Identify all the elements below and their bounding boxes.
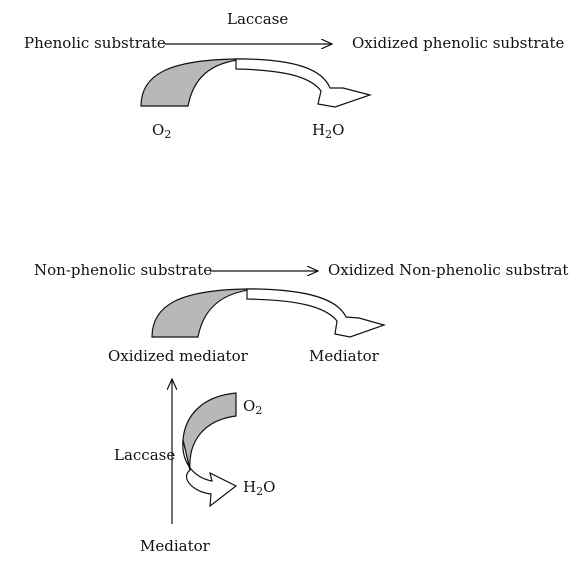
bottom-water-curve-arrow [182, 439, 238, 508]
top-water-label: H2O [312, 121, 345, 141]
bottom-substrate-label: Non-phenolic substrate [34, 261, 213, 279]
bottom-oxygen-label: O2 [243, 397, 263, 417]
top-substrate-label: Phenolic substrate [24, 34, 166, 52]
top-oxygen-curve-shaded [140, 58, 247, 107]
top-water-subscript: 2 [325, 128, 333, 141]
bottom-oxygen-curve-shaded [182, 392, 237, 471]
top-water-o: O [332, 121, 345, 139]
bottom-water-subscript: 2 [256, 485, 264, 498]
bottom-oxygen-subscript: 2 [255, 404, 263, 417]
bottom-product-label: Oxidized Non-phenolic substrate [328, 261, 569, 279]
top-enzyme-label: Laccase [227, 10, 289, 28]
mediator-input-label: Mediator [140, 537, 210, 555]
bottom-mediator-curve-arrow [246, 288, 386, 338]
bottom-enzyme-label: Laccase [114, 446, 176, 464]
top-oxygen-subscript: 2 [164, 128, 172, 141]
bottom-oxygen-base: O [243, 397, 256, 415]
top-oxygen-base: O [152, 121, 165, 139]
bottom-water-o: O [263, 478, 276, 496]
bottom-water-label: H2O [243, 478, 276, 498]
top-product-label: Oxidized phenolic substrate [352, 34, 565, 52]
bottom-water-h: H [243, 478, 257, 496]
top-water-curve-arrow [235, 58, 373, 108]
oxidized-mediator-label: Oxidized mediator [108, 347, 248, 365]
mediator-product-label: Mediator [309, 347, 379, 365]
top-water-h: H [312, 121, 326, 139]
top-oxygen-label: O2 [152, 121, 172, 141]
bottom-mediator-curve-shaded [151, 288, 258, 338]
